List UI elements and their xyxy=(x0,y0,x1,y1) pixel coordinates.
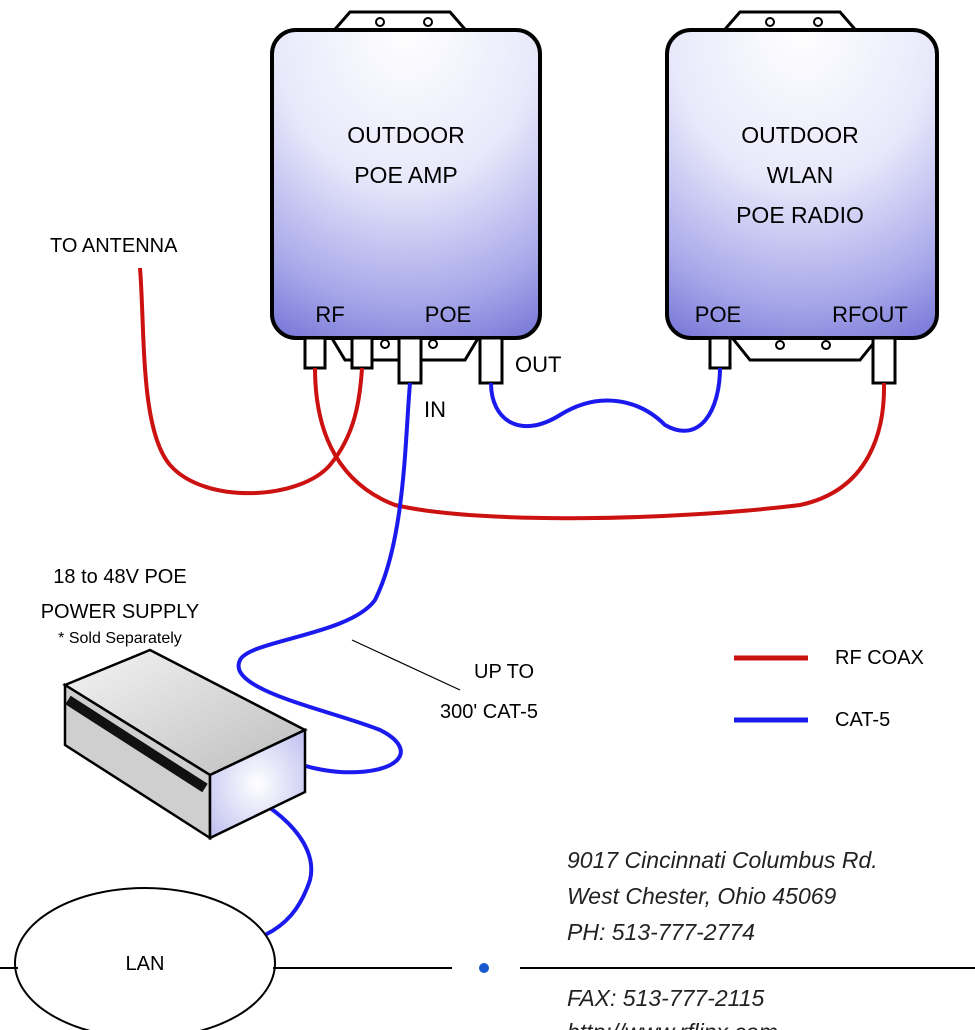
cable-note-line1: UP TO xyxy=(474,661,534,683)
address-line2: West Chester, Ohio 45069 xyxy=(567,883,837,909)
power-supply-note: * Sold Separately xyxy=(58,630,182,647)
amp-title-line1: OUTDOOR xyxy=(347,122,465,148)
power-supply-label-line1: 18 to 48V POE xyxy=(53,566,186,588)
amp-in-label: IN xyxy=(424,397,446,422)
legend-cat5-label: CAT-5 xyxy=(835,709,890,731)
address-line3: PH: 513-777-2774 xyxy=(567,919,755,945)
amp-port-poe-label: POE xyxy=(425,302,471,327)
rf-coax-antenna-cable xyxy=(138,267,364,496)
power-supply-label-line2: POWER SUPPLY xyxy=(41,601,200,623)
footer-dot xyxy=(479,963,489,973)
antenna-label: TO ANTENNA xyxy=(50,235,178,257)
amp-connectors xyxy=(303,336,504,385)
amp-out-label: OUT xyxy=(515,352,561,377)
rf-coax-radio-cable xyxy=(313,367,887,521)
amp-port-rf-label: RF xyxy=(315,302,344,327)
radio-title-line3: POE RADIO xyxy=(736,202,864,228)
radio-connectors xyxy=(708,336,897,385)
lan-label: LAN xyxy=(126,953,165,975)
radio-title-line1: OUTDOOR xyxy=(741,122,859,148)
cat5-in-to-supply-cable xyxy=(236,382,412,775)
address-line4: FAX: 513-777-2115 xyxy=(567,985,765,1011)
poe-power-supply xyxy=(62,648,308,841)
cable-length-callout-line xyxy=(351,639,461,691)
amp-title-line2: POE AMP xyxy=(354,162,458,188)
lan-ellipse xyxy=(14,887,276,1030)
legend-rf-coax-label: RF COAX xyxy=(835,647,924,669)
cat5-out-to-radio-cable xyxy=(489,367,722,433)
wlan-radio-box xyxy=(665,28,939,340)
address-line5[interactable]: http://www.rflinx.com xyxy=(567,1019,778,1030)
radio-title-line2: WLAN xyxy=(767,162,833,188)
radio-port-poe-label: POE xyxy=(695,302,741,327)
cable-note-line2: 300' CAT-5 xyxy=(440,701,538,723)
radio-port-rfout-label: RFOUT xyxy=(832,302,908,327)
address-line1: 9017 Cincinnati Columbus Rd. xyxy=(567,847,878,873)
